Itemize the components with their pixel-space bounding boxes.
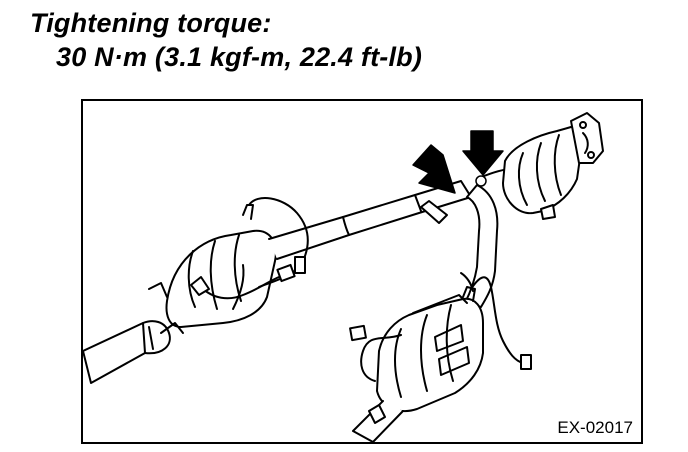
lower-catalytic-converter bbox=[352, 294, 484, 442]
torque-spec: Tightening torque: 30 N·m (3.1 kgf-m, 22… bbox=[30, 6, 422, 74]
left-catalytic-converter bbox=[148, 229, 277, 334]
exhaust-system-drawing bbox=[83, 112, 604, 442]
front-connecting-pipe bbox=[268, 180, 472, 260]
flange-bolt bbox=[475, 175, 487, 187]
arrow-icon bbox=[412, 144, 456, 194]
figure-code: EX-02017 bbox=[557, 418, 633, 437]
left-o2-sensor-harness bbox=[190, 197, 309, 300]
torque-value: 30 N·m (3.1 kgf-m, 22.4 ft-lb) bbox=[56, 42, 423, 72]
arrow-icon bbox=[462, 130, 504, 176]
left-rear-pipe bbox=[83, 320, 171, 384]
right-o2-sensor-harness bbox=[349, 272, 532, 382]
exhaust-diagram-frame: EX-02017 bbox=[81, 99, 643, 444]
torque-point-arrows bbox=[412, 130, 504, 194]
upper-catalytic-converter bbox=[502, 112, 604, 220]
torque-label: Tightening torque: bbox=[30, 8, 272, 38]
